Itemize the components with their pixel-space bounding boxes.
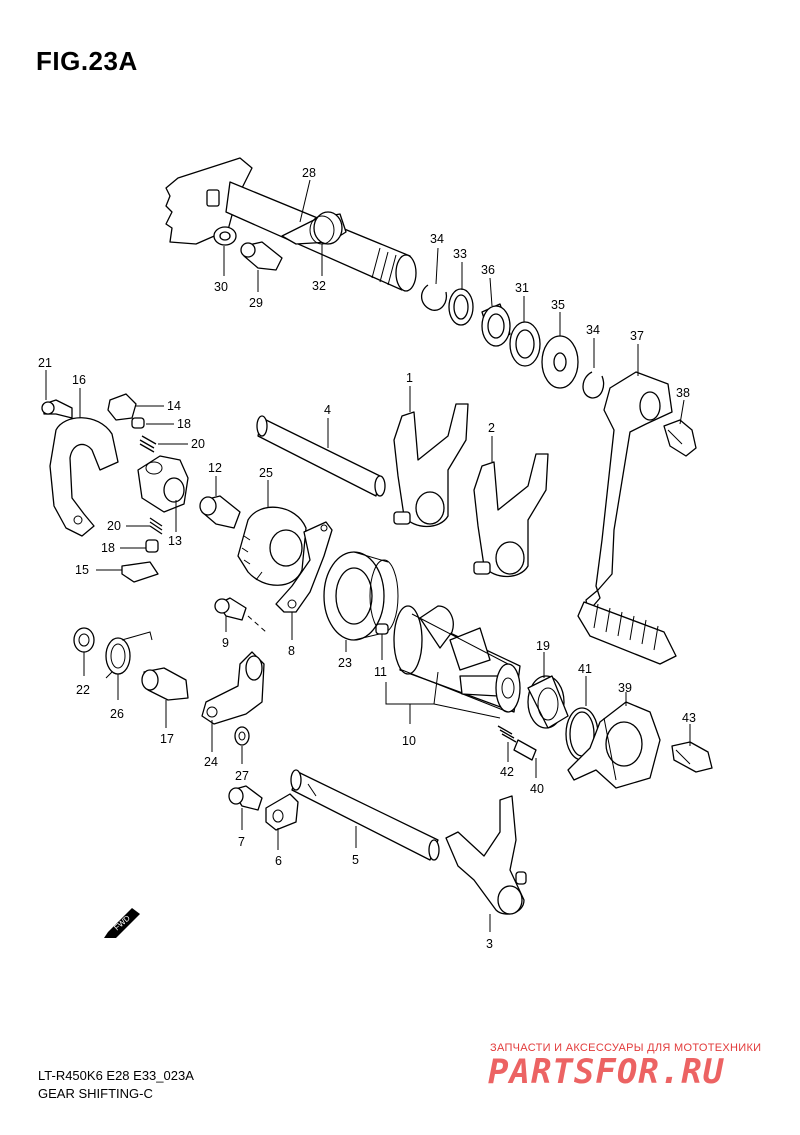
callout-7[interactable]: 7	[238, 835, 245, 849]
callout-25[interactable]: 25	[259, 466, 273, 480]
callout-8[interactable]: 8	[288, 644, 295, 658]
callout-31[interactable]: 31	[515, 281, 529, 295]
part-1-shift-fork[interactable]	[393, 403, 469, 528]
callout-20-lower[interactable]: 20	[107, 519, 121, 533]
callout-34-upper[interactable]: 34	[430, 232, 444, 246]
model-code: LT-R450K6 E28 E33_023A	[38, 1068, 194, 1083]
callout-18-upper[interactable]: 18	[177, 417, 191, 431]
callout-10[interactable]: 10	[402, 734, 416, 748]
callout-34-lower[interactable]: 34	[586, 323, 600, 337]
callout-28[interactable]: 28	[302, 166, 316, 180]
callout-1[interactable]: 1	[406, 371, 413, 385]
part-36-bearing[interactable]	[481, 303, 511, 347]
callout-39[interactable]: 39	[618, 681, 632, 695]
part-35-washer[interactable]	[541, 335, 579, 389]
callout-30[interactable]: 30	[214, 280, 228, 294]
callout-2[interactable]: 2	[488, 421, 495, 435]
part-20-spring[interactable]	[139, 435, 157, 453]
callout-5[interactable]: 5	[352, 853, 359, 867]
part-39-gear-position-switch[interactable]	[567, 701, 661, 789]
part-16-plate[interactable]	[49, 417, 119, 537]
callout-29[interactable]: 29	[249, 296, 263, 310]
callout-24[interactable]: 24	[204, 755, 218, 769]
callout-9[interactable]: 9	[222, 636, 229, 650]
part-19-bearing[interactable]	[527, 675, 569, 729]
callout-21[interactable]: 21	[38, 356, 52, 370]
callout-32[interactable]: 32	[312, 279, 326, 293]
callout-13[interactable]: 13	[168, 534, 182, 548]
part-25-cam[interactable]	[237, 506, 307, 586]
callout-43[interactable]: 43	[682, 711, 696, 725]
part-37-gearshift-lever[interactable]	[577, 371, 677, 665]
part-40-pin[interactable]	[513, 739, 537, 761]
watermark-logo: PARTSFOR.RU	[488, 1052, 725, 1092]
part-10-gearshift-cam[interactable]	[393, 605, 521, 713]
callout-42[interactable]: 42	[500, 765, 514, 779]
callout-36[interactable]: 36	[481, 263, 495, 277]
part-18-pin[interactable]	[131, 417, 145, 429]
callouts: 28 30 29 32 34 33 36 31 35 34 37 38	[38, 166, 696, 951]
callout-18-lower[interactable]: 18	[101, 541, 115, 555]
part-20-spring-2[interactable]	[149, 517, 163, 535]
callout-4[interactable]: 4	[324, 403, 331, 417]
callout-17[interactable]: 17	[160, 732, 174, 746]
callout-15[interactable]: 15	[75, 563, 89, 577]
part-11-pin[interactable]	[375, 623, 389, 635]
part-31-oil-seal[interactable]	[509, 321, 541, 367]
section-name: GEAR SHIFTING-C	[38, 1086, 153, 1101]
part-30-washer[interactable]	[213, 226, 237, 246]
part-17-pin[interactable]	[141, 667, 189, 701]
watermark-tagline: ЗАПЧАСТИ И АКСЕССУАРЫ ДЛЯ МОТОТЕХНИКИ	[490, 1042, 762, 1054]
part-33-washer[interactable]	[448, 288, 474, 326]
part-42-spring[interactable]	[497, 725, 517, 743]
part-29-pin[interactable]	[240, 241, 283, 271]
part-8-plate[interactable]	[275, 521, 333, 613]
callout-33[interactable]: 33	[453, 247, 467, 261]
part-24-arm[interactable]	[201, 651, 265, 725]
part-13-stopper-body[interactable]	[137, 455, 189, 513]
part-9-screw[interactable]	[214, 597, 267, 633]
fwd-arrow-icon: FWD	[104, 908, 140, 938]
callout-3[interactable]: 3	[486, 937, 493, 951]
callout-27[interactable]: 27	[235, 769, 249, 783]
part-38-bolt[interactable]	[663, 419, 697, 457]
part-14-cap[interactable]	[107, 393, 137, 421]
callout-23[interactable]: 23	[338, 656, 352, 670]
part-27-washer[interactable]	[234, 726, 250, 746]
callout-11[interactable]: 11	[374, 665, 387, 679]
part-34-circlip-2[interactable]	[582, 371, 605, 399]
part-22-nut[interactable]	[73, 627, 95, 653]
part-18-pin-2[interactable]	[145, 539, 159, 553]
part-3-shift-fork[interactable]	[445, 795, 527, 915]
part-26-return-spring[interactable]	[105, 631, 153, 679]
callout-12[interactable]: 12	[208, 461, 222, 475]
figure-title: FIG.23A	[36, 46, 138, 76]
callout-35[interactable]: 35	[551, 298, 565, 312]
part-23-bearing[interactable]	[323, 551, 399, 641]
callout-16[interactable]: 16	[72, 373, 86, 387]
part-6-plate[interactable]	[265, 793, 299, 831]
part-34-circlip[interactable]	[421, 284, 448, 311]
callout-37[interactable]: 37	[630, 329, 644, 343]
part-43-bolt[interactable]	[671, 741, 713, 773]
part-4-fork-shaft[interactable]	[256, 415, 386, 497]
callout-40[interactable]: 40	[530, 782, 544, 796]
callout-41[interactable]: 41	[578, 662, 592, 676]
part-21-bolt[interactable]	[41, 399, 73, 419]
callout-14[interactable]: 14	[167, 399, 181, 413]
callout-38[interactable]: 38	[676, 386, 690, 400]
part-2-shift-fork[interactable]	[473, 453, 549, 578]
part-15-cap[interactable]	[121, 561, 159, 583]
part-28-shift-shaft[interactable]	[165, 157, 417, 292]
callout-26[interactable]: 26	[110, 707, 124, 721]
callout-20-upper[interactable]: 20	[191, 437, 205, 451]
part-7-screw[interactable]	[228, 785, 263, 811]
part-5-fork-shaft[interactable]	[290, 769, 440, 861]
callout-6[interactable]: 6	[275, 854, 282, 868]
part-12-bolt[interactable]	[199, 495, 241, 529]
callout-19[interactable]: 19	[536, 639, 550, 653]
callout-22[interactable]: 22	[76, 683, 90, 697]
